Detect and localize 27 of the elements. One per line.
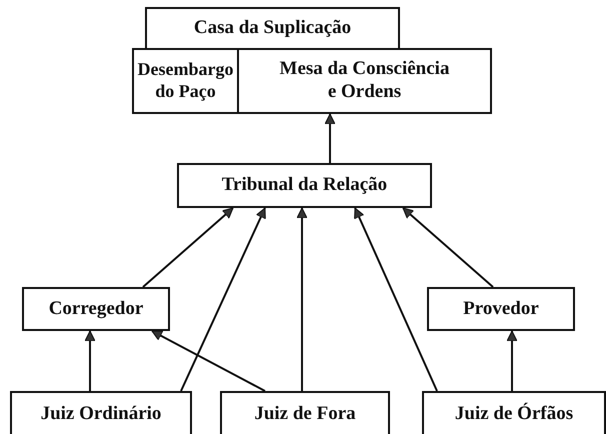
- process-box: [177, 163, 432, 208]
- arrow: [142, 207, 234, 288]
- process-box: [237, 48, 492, 114]
- box-label: Casa da Suplicação: [194, 17, 352, 40]
- process-box: [145, 7, 400, 50]
- arrow: [324, 114, 336, 163]
- arrow: [354, 208, 438, 392]
- arrow: [152, 330, 266, 392]
- process-box: [220, 391, 390, 434]
- arrow: [296, 208, 308, 391]
- arrow: [84, 330, 96, 391]
- process-box: [427, 287, 575, 331]
- arrow: [180, 208, 266, 392]
- process-box: [22, 287, 170, 331]
- process-box: [422, 391, 606, 434]
- box-label: Mesa da Consciência e Ordens: [278, 58, 450, 104]
- box-label: Juiz Ordinário: [40, 403, 162, 426]
- box-label: Desembargo do Paço: [136, 59, 234, 103]
- box-label: Juiz de Órfãos: [454, 403, 574, 426]
- arrow: [506, 330, 518, 391]
- box-label: Corregedor: [48, 298, 144, 320]
- process-box: [132, 48, 239, 114]
- box-label: Provedor: [463, 298, 539, 320]
- box-label: Tribunal da Relação: [222, 174, 388, 197]
- process-box: [10, 391, 192, 434]
- arrow: [402, 207, 494, 288]
- box-label: Juiz de Fora: [254, 403, 356, 426]
